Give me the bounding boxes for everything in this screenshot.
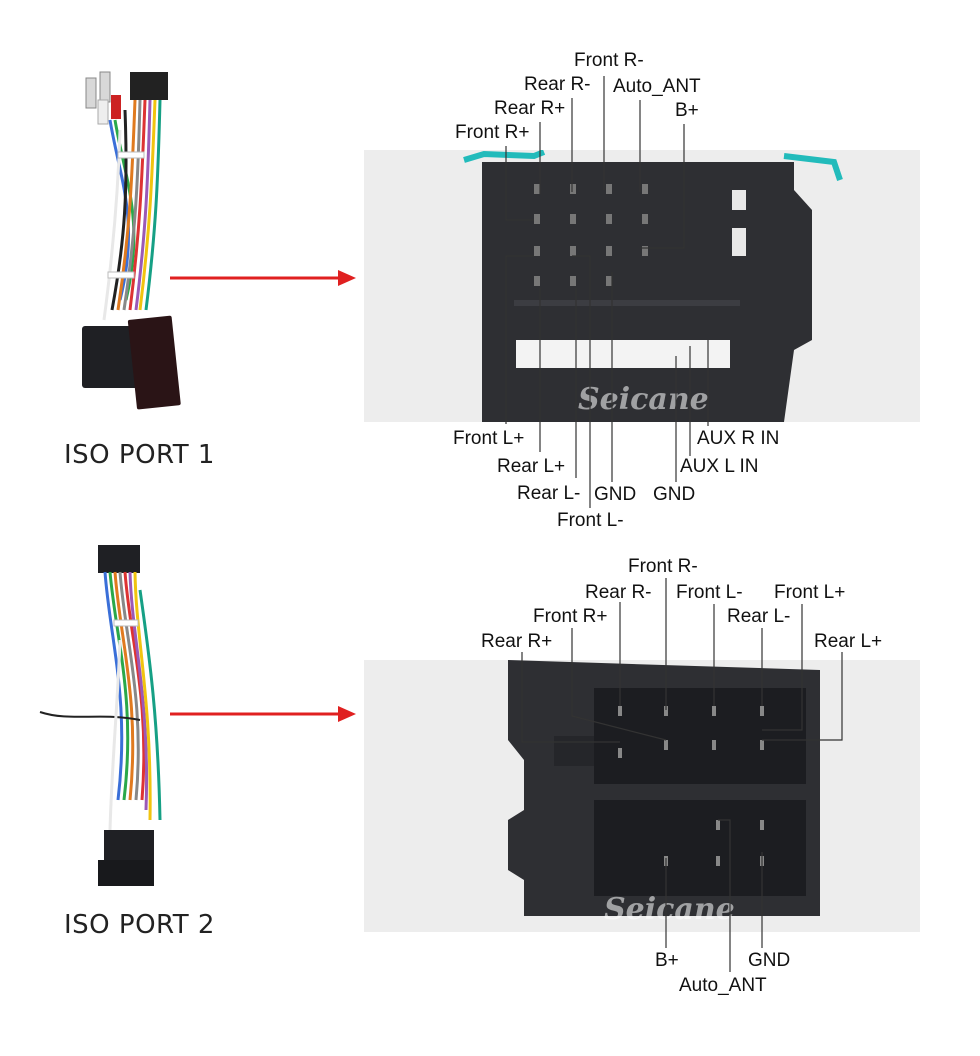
port1-pin-gnd-2: GND <box>653 484 696 505</box>
port2-pin-front-r-minus: Front R- <box>628 556 698 577</box>
port2-pin-front-l-minus: Front L- <box>676 582 743 603</box>
port2-pin-rear-r-plus: Rear R+ <box>481 631 553 652</box>
port1-pin-front-r-minus: Front R- <box>574 50 644 71</box>
connector-1-photo: Seicane <box>364 150 920 422</box>
port1-pin-rear-r-minus: Rear R- <box>524 74 591 95</box>
port2-pin-rear-l-plus: Rear L+ <box>814 631 883 652</box>
watermark-1: Seicane <box>578 382 709 417</box>
connector-2-photo: Seicane <box>364 660 920 932</box>
port2-pin-front-l-plus: Front L+ <box>774 582 846 603</box>
watermark-2: Seicane <box>604 892 735 927</box>
iso-port-1-label: ISO PORT 1 <box>64 440 215 470</box>
port2-pin-rear-r-minus: Rear R- <box>585 582 652 603</box>
port1-pin-front-l-plus: Front L+ <box>453 428 525 449</box>
port1-pin-b-plus: B+ <box>675 100 699 121</box>
port1-pin-aux-l-in: AUX L IN <box>680 456 759 477</box>
port1-pin-front-r-plus: Front R+ <box>455 122 530 143</box>
port2-pin-front-r-plus: Front R+ <box>533 606 608 627</box>
port2-pin-gnd: GND <box>748 950 791 971</box>
port1-pin-auto-ant: Auto_ANT <box>613 76 701 97</box>
port1-pin-front-l-minus: Front L- <box>557 510 624 531</box>
port1-pin-rear-l-minus: Rear L- <box>517 483 581 504</box>
port1-pin-aux-r-in: AUX R IN <box>697 428 780 449</box>
port1-pin-gnd-1: GND <box>594 484 637 505</box>
port1-pin-rear-r-plus: Rear R+ <box>494 98 566 119</box>
port2-pin-b-plus: B+ <box>655 950 679 971</box>
port2-pin-rear-l-minus: Rear L- <box>727 606 791 627</box>
port2-pin-auto-ant: Auto_ANT <box>679 975 767 996</box>
iso-port-2-label: ISO PORT 2 <box>64 910 215 940</box>
port1-pin-rear-l-plus: Rear L+ <box>497 456 566 477</box>
